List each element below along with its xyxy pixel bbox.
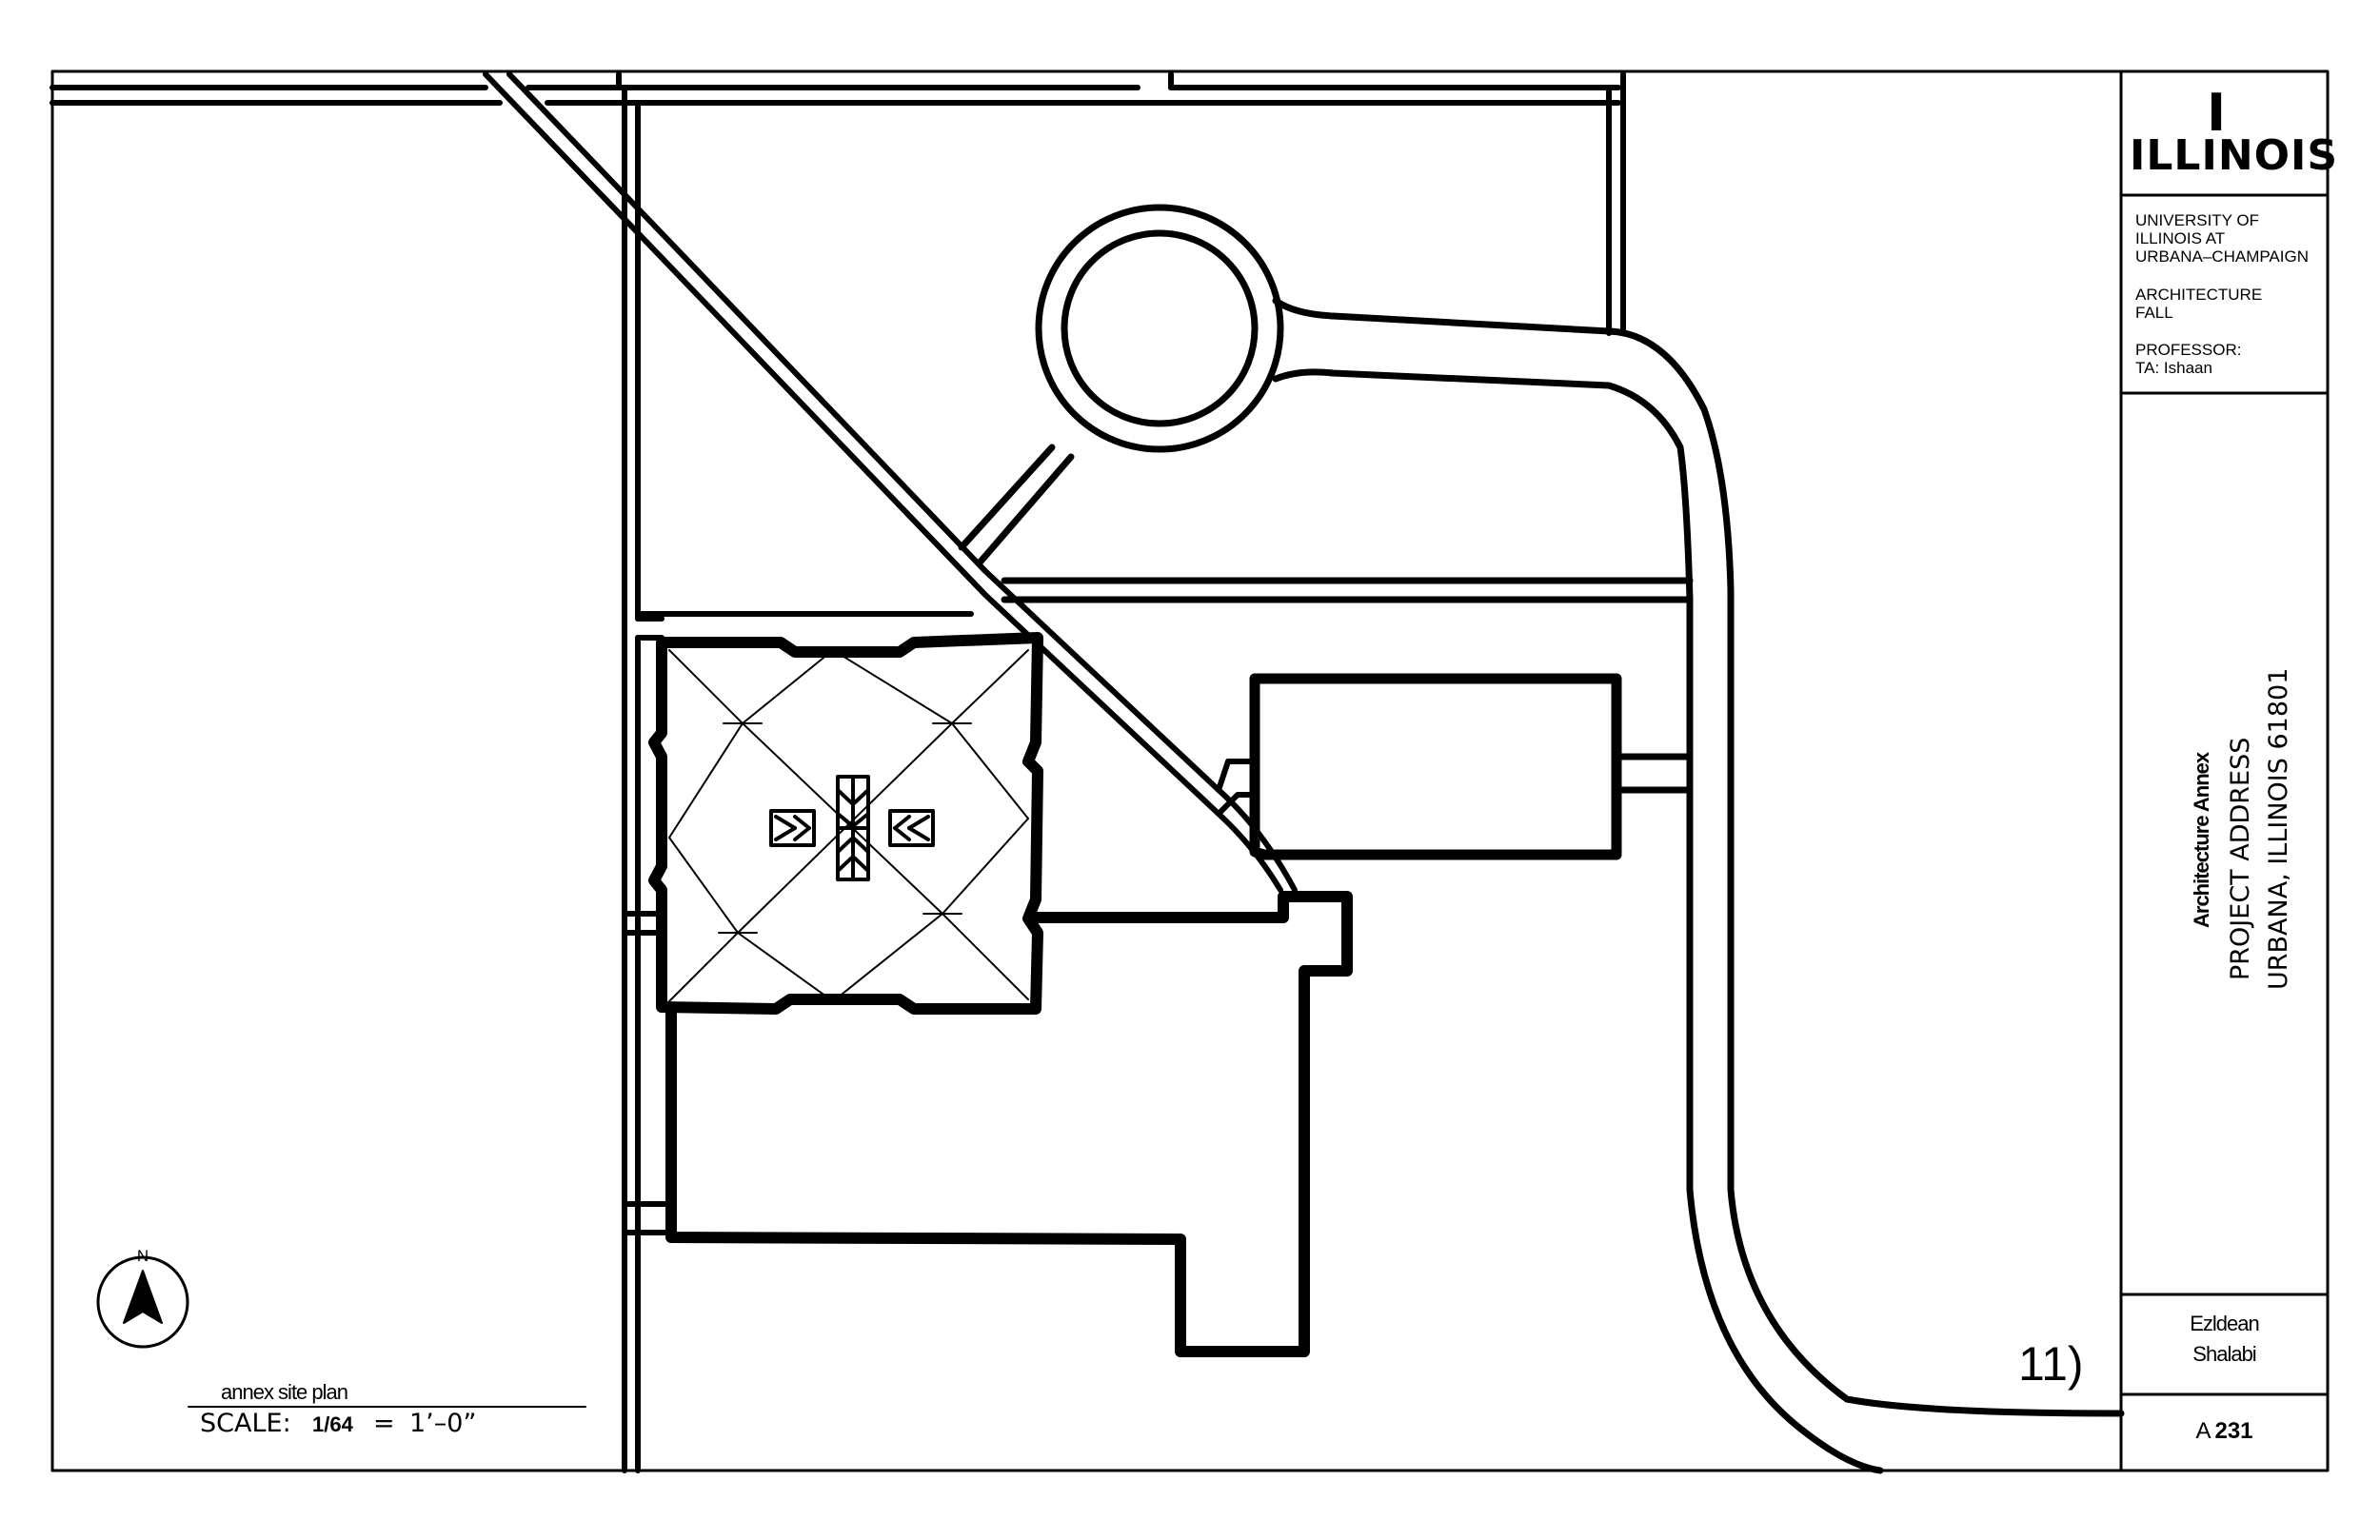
student-first-name: Ezldean [2190,1312,2260,1335]
drawing-title: annex site plan [221,1380,347,1404]
illinois-logo-text: ILLINOIS [2130,131,2339,180]
main-building [665,891,1353,1357]
annex-square [648,632,1043,1015]
drawing-number: 11) [2018,1337,2084,1391]
top-road [50,71,1621,106]
project-name: Architecture Annex [2190,752,2213,928]
north-label: N [137,1247,149,1265]
professor: PROFESSOR: [2135,341,2242,359]
department: ARCHITECTURE FALL [2135,286,2263,322]
annex-roof-lines [668,649,1029,1002]
school-name: UNIVERSITY OF ILLINOIS AT URBANA–CHAMPAI… [2135,211,2309,266]
sheet-prefix: A [2195,1418,2211,1444]
illinois-block-i-icon: I [2207,83,2228,143]
scale-units: 1’–0” [409,1409,476,1438]
north-arrow-icon [96,1255,189,1349]
scale-equals: = [373,1409,395,1438]
diagonal-path [483,71,1298,893]
teaching-assistant: TA: Ishaan [2135,359,2212,377]
sheet-border [50,69,2330,1472]
scale-label: SCALE: [200,1409,291,1438]
roundabout [958,204,1613,565]
skylight-cross-icon [769,775,935,881]
sheet-digits: 231 [2214,1418,2253,1444]
west-road [622,85,674,1473]
east-road [1001,327,2125,1474]
project-address: PROJECT ADDRESS [2226,737,2255,980]
east-building [1249,673,1622,860]
scale-value: 1/64 [312,1412,354,1436]
project-city: URBANA, ILLINOIS 61801 [2264,667,2293,990]
student-last-name: Shalabi [2192,1342,2256,1366]
